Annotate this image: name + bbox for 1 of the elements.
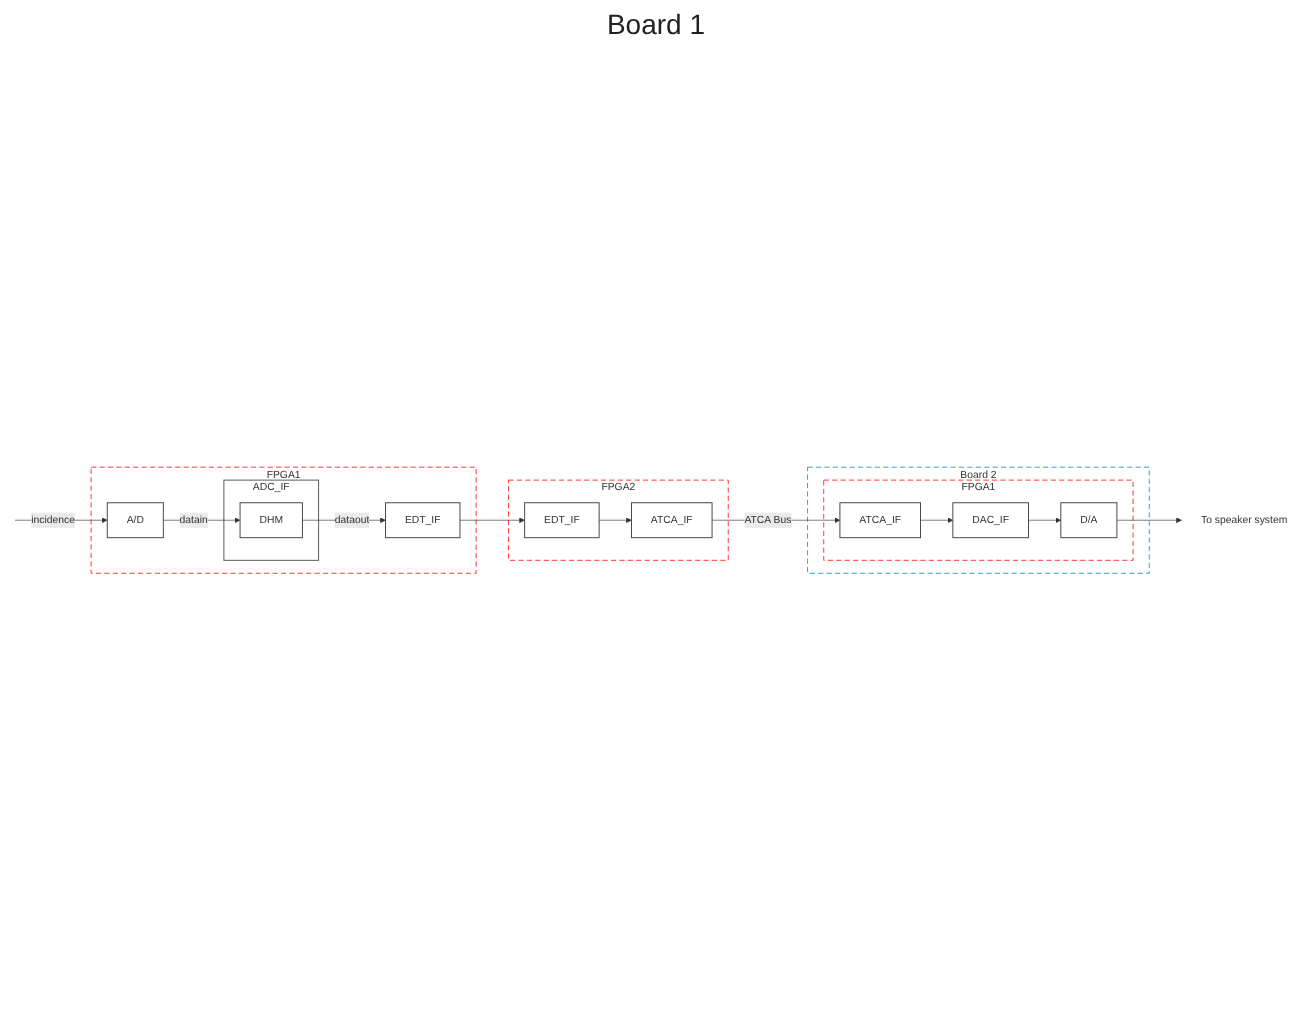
board-label: Board 1 — [606, 8, 706, 40]
